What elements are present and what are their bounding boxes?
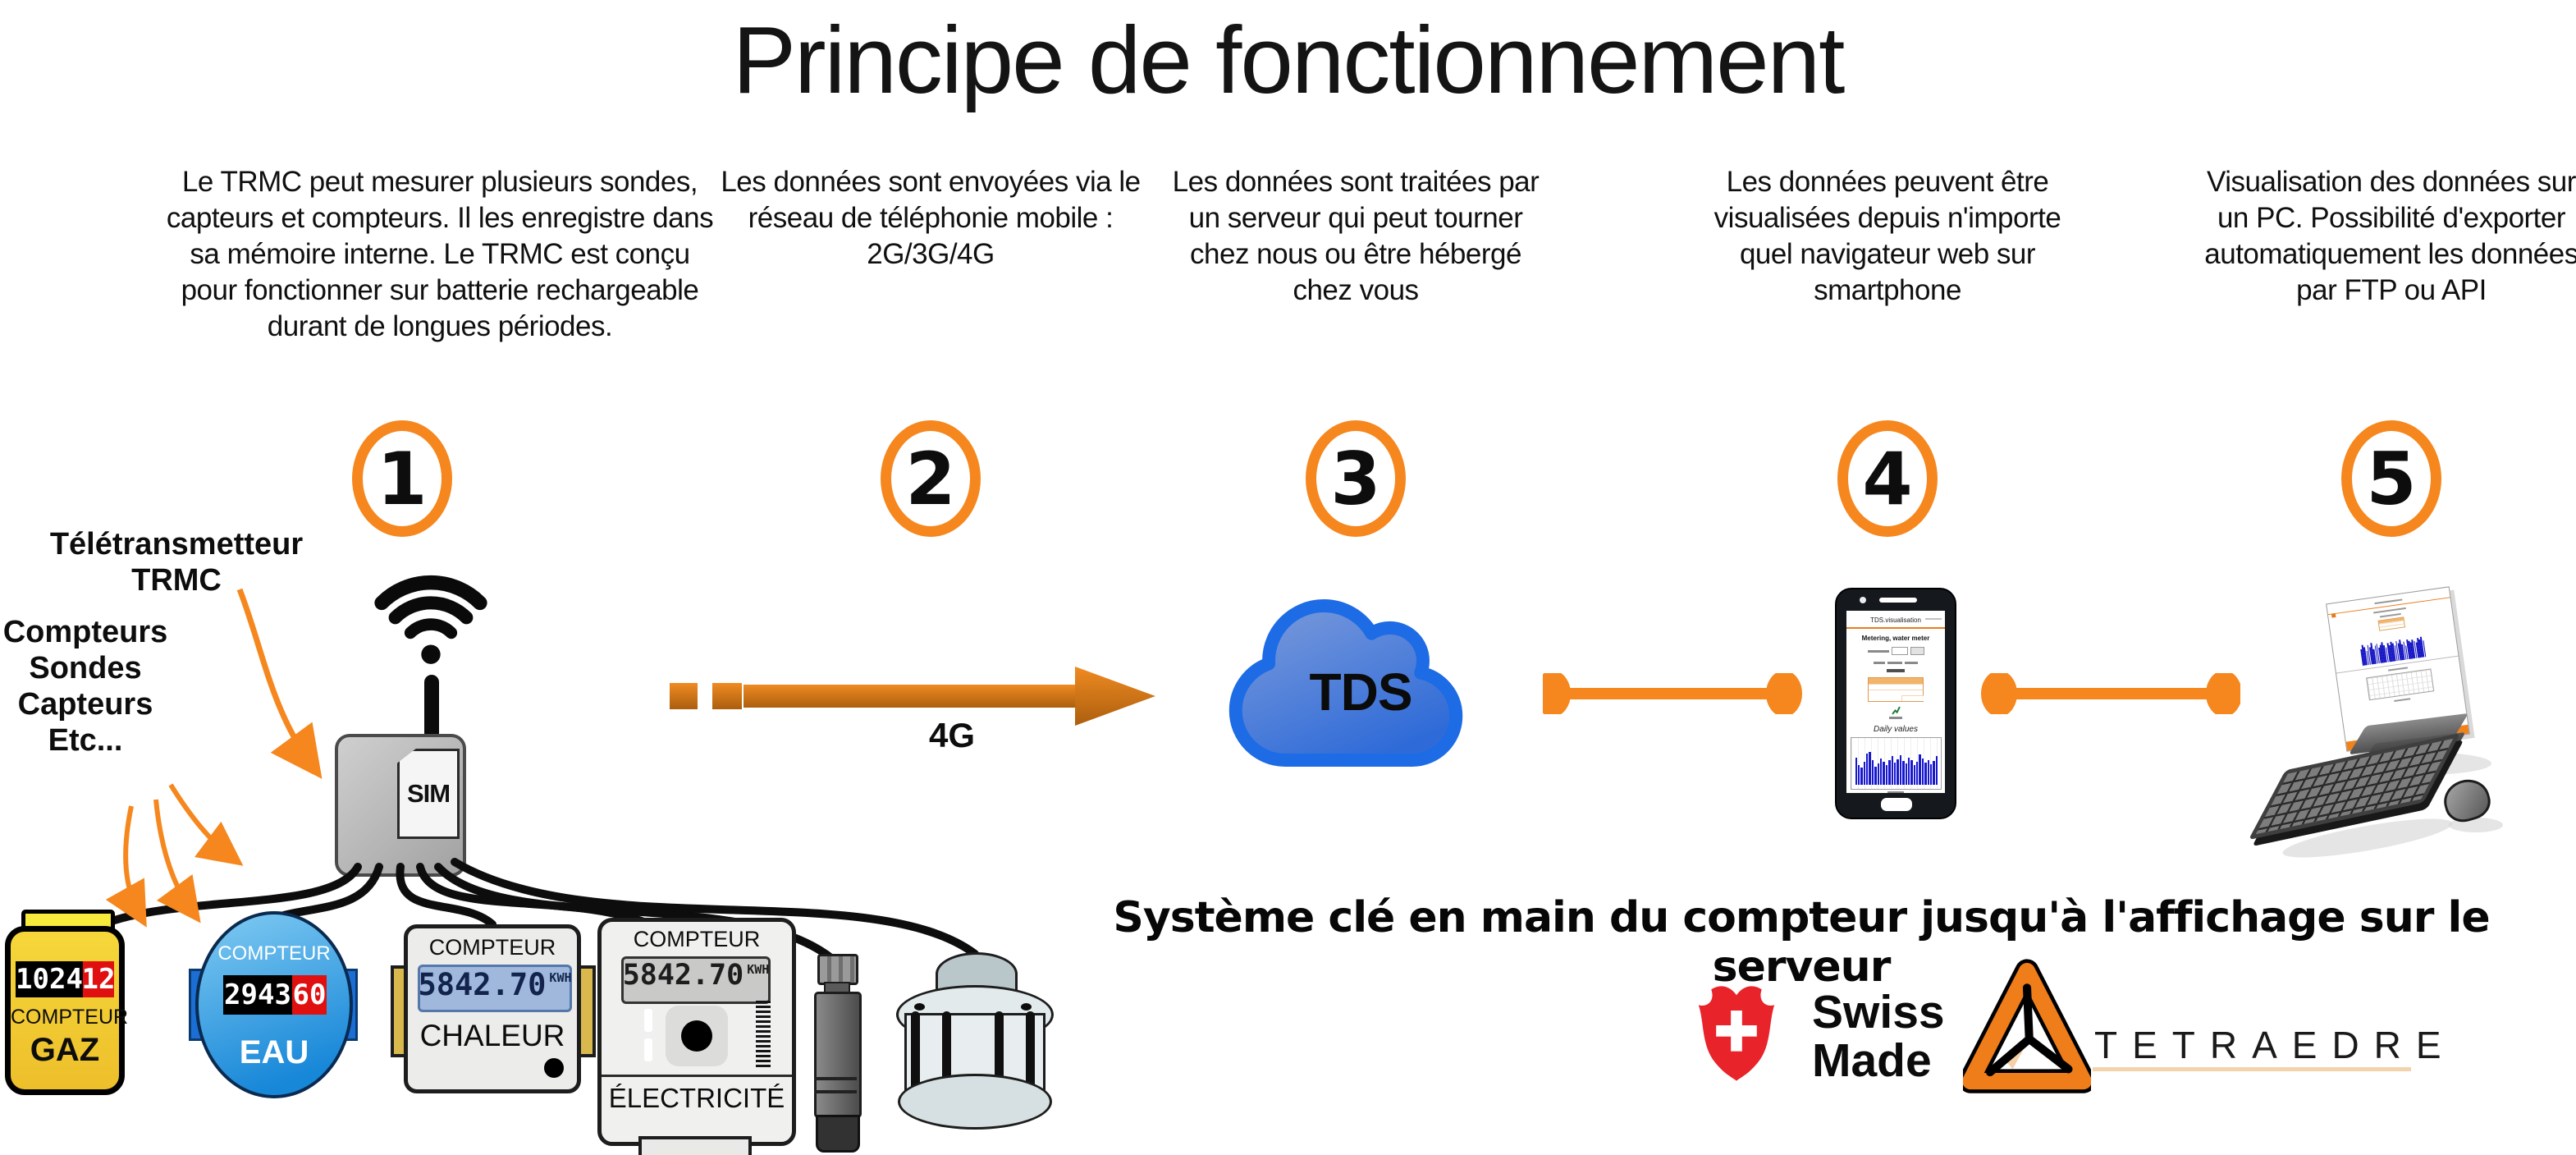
phone-meta-line: [1846, 662, 1945, 664]
phone-page-heading: Metering, water meter: [1861, 635, 1930, 642]
monitor-bar-chart: [2359, 627, 2431, 666]
wifi-icon: [374, 575, 487, 664]
flow-connectors: [1543, 673, 2240, 714]
phone-form: [1846, 647, 1945, 655]
phone-home-button: [1881, 798, 1912, 811]
electricity-meter-led: [644, 1009, 652, 1032]
monitor-data-table: [2377, 616, 2406, 631]
electricity-meter-led: [644, 1038, 652, 1061]
trmc-label-line2: TRMC: [131, 562, 222, 598]
step-2-description: Les données sont envoyées via le réseau …: [721, 166, 1141, 271]
antenna: [424, 675, 439, 740]
step-3-description: Les données sont traitées par un serveur…: [1172, 166, 1540, 307]
water-meter: COMPTEUR 2943 60 EAU: [195, 911, 353, 1098]
monitor-site-logo: [2331, 612, 2336, 618]
tagline: Système clé en main du compteur jusqu'à …: [1113, 893, 2490, 992]
phone-table-header: [1869, 678, 1923, 684]
cloud-tds-label: TDS: [1309, 662, 1413, 722]
phone-site-title: TDS.visualisation: [1870, 616, 1921, 624]
step-4-badge: 4: [1837, 420, 1938, 537]
step-1-badge: 1: [352, 420, 452, 537]
monitor-line-chart: [2366, 668, 2435, 701]
phone-form-button: [1910, 647, 1924, 655]
swiss-made-label: Swiss Made: [1812, 986, 1945, 1087]
page-title: Principe de fonctionnement: [732, 7, 1846, 113]
smartphone: TDS.visualisation Metering, water meter …: [1835, 588, 1956, 819]
heat-meter-title: COMPTEUR: [428, 935, 556, 960]
electricity-meter-label: ÉLECTRICITÉ: [608, 1083, 785, 1113]
heat-meter-label: CHALEUR: [419, 1019, 565, 1052]
phone-form-input: [1891, 647, 1908, 655]
drum-sensor: [896, 952, 1054, 1131]
phone-speaker: [1879, 598, 1917, 603]
phone-camera-icon: [1860, 597, 1866, 603]
electricity-meter-barcode: [756, 1001, 771, 1070]
step-3-badge: 3: [1306, 420, 1406, 537]
step-5-description: Visualisation des données sur un PC. Pos…: [2204, 166, 2576, 307]
network-arrow: [670, 667, 1155, 726]
step-1-description: Le TRMC peut mesurer plusieurs sondes, c…: [166, 166, 714, 343]
step-2-badge: 2: [881, 420, 981, 537]
tetraedre-label: TETRAEDRE: [2094, 1024, 2456, 1066]
cloud-server-icon: [1229, 599, 1463, 767]
swiss-made-shield-icon: [1698, 986, 1775, 1081]
orange-rule: [1846, 627, 1945, 629]
phone-data-table: [1868, 677, 1924, 702]
water-counter-black: 2943: [223, 975, 292, 1015]
gas-counter-red: 12: [81, 961, 116, 997]
electricity-meter-title: COMPTEUR: [633, 927, 761, 951]
water-counter-red: 60: [292, 975, 327, 1015]
sim-card: SIM: [397, 749, 460, 839]
tetraedre-triangle-icon: [1963, 959, 2091, 1093]
electricity-meter-optical-port: [666, 1006, 728, 1066]
probe-sensor: [811, 954, 862, 1153]
water-meter-title: COMPTEUR: [217, 942, 331, 965]
phone-serial-line: [1846, 669, 1945, 672]
phone-screen: TDS.visualisation Metering, water meter …: [1846, 611, 1945, 793]
heat-meter-dot: [544, 1058, 564, 1078]
gas-counter-black: 1024: [16, 961, 83, 997]
gas-meter-title: COMPTEUR: [11, 1006, 129, 1029]
electricity-meter-divider: [602, 1075, 792, 1077]
electricity-meter-base: [638, 1136, 752, 1155]
phone-chart-title: Daily values: [1874, 725, 1918, 734]
step-4-description: Les données peuvent être visualisées dep…: [1714, 166, 2061, 307]
water-meter-label: EAU: [239, 1034, 309, 1070]
network-4g-label: 4G: [928, 716, 976, 754]
trmc-label: Télétransmetteur TRMC: [33, 527, 320, 598]
sim-label: SIM: [406, 779, 451, 808]
trmc-label-line1: Télétransmetteur: [49, 527, 304, 561]
phone-page-menu: [1925, 618, 1942, 620]
gas-meter-label: GAZ: [30, 1032, 100, 1068]
step-5-badge: 5: [2341, 420, 2441, 537]
gas-meter-body: 1024 12 COMPTEUR GAZ: [5, 926, 129, 1095]
phone-bar-chart: [1850, 737, 1942, 790]
tetraedre-underline: [2093, 1067, 2411, 1071]
csv-export-icon: [1846, 706, 1945, 715]
gas-meter: 1024 12 COMPTEUR GAZ: [5, 910, 129, 1095]
inputs-label: Compteurs Sondes Capteurs Etc...: [2, 615, 168, 759]
